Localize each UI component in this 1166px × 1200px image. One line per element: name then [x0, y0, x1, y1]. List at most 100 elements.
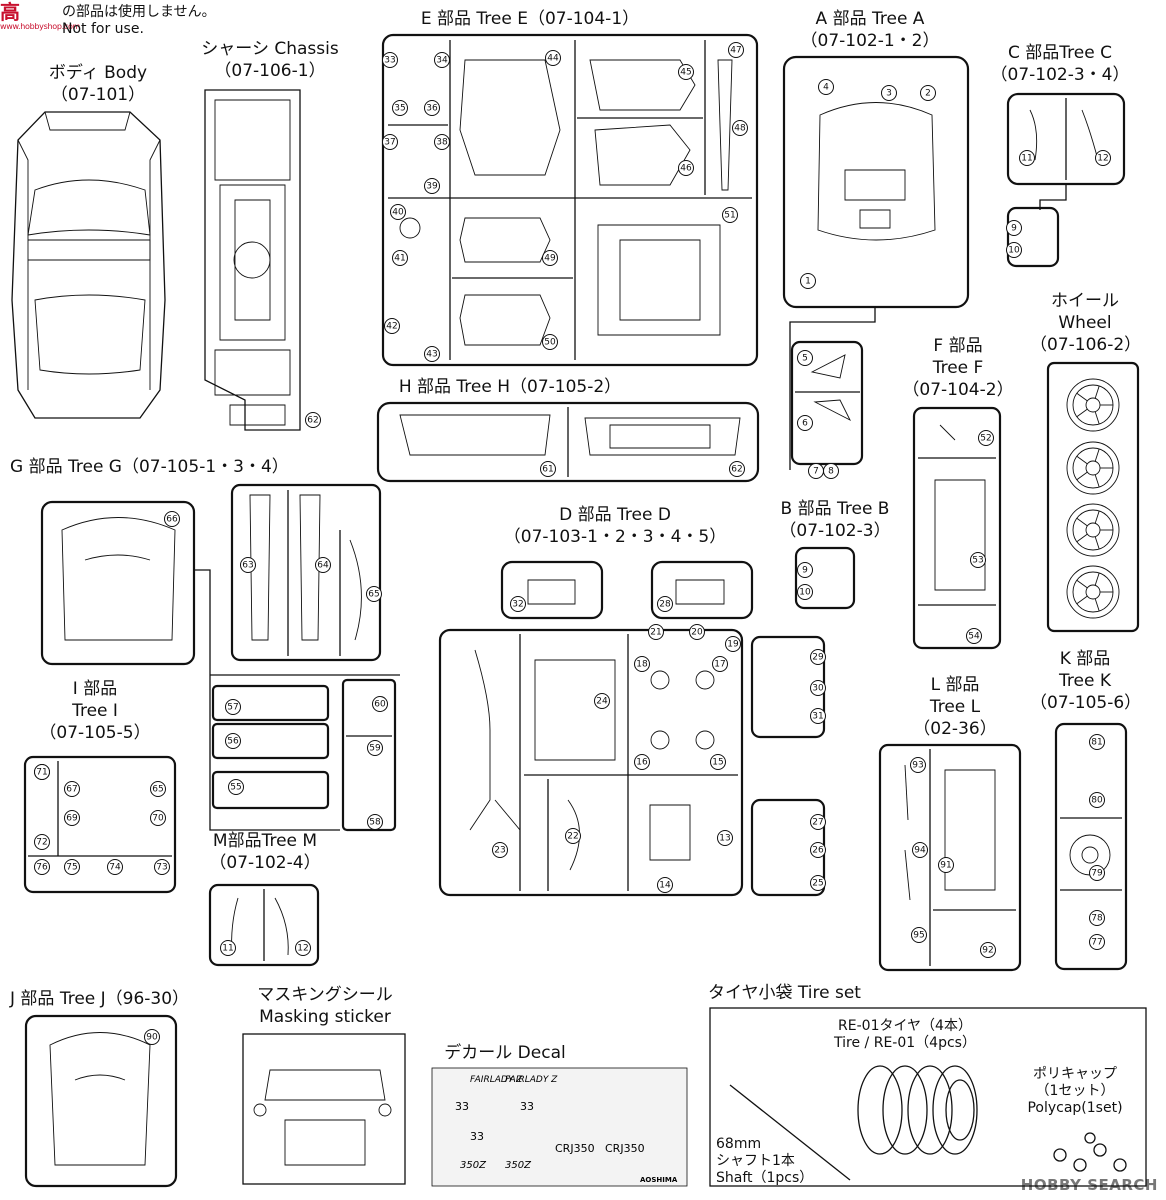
part-number-49: 49 — [542, 250, 558, 266]
tree-g — [40, 483, 400, 832]
svg-text:29: 29 — [812, 653, 824, 663]
part-number-10: 10 — [1006, 242, 1022, 258]
svg-text:60: 60 — [374, 700, 386, 710]
tree-a-label: A 部品 Tree A（07-102-1・2） — [800, 9, 940, 51]
svg-text:76: 76 — [36, 863, 48, 873]
part-number-79: 79 — [1089, 865, 1105, 881]
part-number-59: 59 — [367, 740, 383, 756]
svg-text:23: 23 — [494, 846, 505, 856]
part-number-3: 3 — [881, 85, 897, 101]
svg-text:5: 5 — [802, 354, 808, 364]
part-number-63: 63 — [240, 557, 256, 573]
svg-text:28: 28 — [659, 600, 671, 610]
decal-text: 33 — [520, 1100, 534, 1113]
decal-label: デカール Decal — [444, 1043, 566, 1063]
part-number-32: 32 — [510, 596, 526, 612]
tree-k — [1054, 722, 1128, 971]
svg-text:27: 27 — [812, 818, 823, 828]
decal-text: 350Z — [460, 1160, 487, 1171]
svg-text:44: 44 — [547, 54, 559, 64]
part-number-61: 61 — [540, 461, 556, 477]
svg-text:62: 62 — [731, 465, 742, 475]
tree-l — [878, 743, 1022, 972]
wheel-tree — [1046, 361, 1140, 633]
wheel-part — [1066, 503, 1120, 557]
part-number-48: 48 — [732, 120, 748, 136]
svg-text:17: 17 — [714, 660, 725, 670]
svg-text:21: 21 — [650, 628, 661, 638]
polycap-label: ポリキャップ（1セット）Polycap(1set) — [1027, 1066, 1123, 1116]
part-number-11: 11 — [220, 940, 236, 956]
part-number-27: 27 — [810, 814, 826, 830]
part-number-31: 31 — [810, 708, 826, 724]
svg-text:22: 22 — [567, 832, 578, 842]
svg-text:12: 12 — [297, 944, 308, 954]
tree-b — [794, 546, 856, 610]
svg-text:46: 46 — [680, 164, 692, 174]
part-number-46: 46 — [678, 160, 694, 176]
tree-a-lower — [790, 340, 864, 466]
part-number-77: 77 — [1089, 934, 1105, 950]
part-number-9: 9 — [1006, 220, 1022, 236]
svg-text:4: 4 — [823, 83, 829, 93]
svg-text:72: 72 — [36, 838, 47, 848]
part-number-39: 39 — [424, 178, 440, 194]
part-number-54: 54 — [966, 628, 982, 644]
decal-text: CRJ350 — [605, 1142, 645, 1155]
tree-e — [381, 33, 759, 367]
decal-text: FAIRLADY Z — [505, 1075, 558, 1085]
part-number-2: 2 — [920, 85, 936, 101]
svg-text:12: 12 — [1097, 154, 1108, 164]
svg-text:31: 31 — [812, 712, 823, 722]
svg-text:39: 39 — [426, 182, 438, 192]
decal-text: 33 — [470, 1130, 484, 1143]
part-number-71: 71 — [34, 764, 50, 780]
part-number-37: 37 — [382, 134, 398, 150]
tree-j-label: J 部品 Tree J（96-30） — [10, 989, 190, 1009]
part-number-12: 12 — [1095, 150, 1111, 166]
svg-text:30: 30 — [812, 684, 824, 694]
svg-text:49: 49 — [544, 254, 556, 264]
part-number-65: 65 — [150, 781, 166, 797]
svg-text:40: 40 — [392, 208, 404, 218]
part-number-30: 30 — [810, 680, 826, 696]
wheel-part — [1066, 441, 1120, 495]
svg-text:95: 95 — [913, 931, 924, 941]
part-number-62: 62 — [729, 461, 745, 477]
part-number-66: 66 — [164, 511, 180, 527]
svg-text:47: 47 — [730, 46, 741, 56]
body-label: ボディ Body（07-101） — [48, 63, 148, 105]
svg-text:14: 14 — [659, 881, 671, 891]
svg-text:6: 6 — [802, 419, 808, 429]
svg-text:93: 93 — [912, 761, 923, 771]
tree-i — [23, 755, 177, 894]
part-number-75: 75 — [64, 859, 80, 875]
svg-text:8: 8 — [828, 467, 834, 477]
part-number-93: 93 — [910, 757, 926, 773]
part-number-29: 29 — [810, 649, 826, 665]
svg-text:57: 57 — [227, 703, 238, 713]
svg-text:41: 41 — [394, 254, 405, 264]
tree-b-label: B 部品 Tree B（07-102-3） — [779, 499, 891, 541]
svg-text:77: 77 — [1091, 938, 1102, 948]
part-number-52: 52 — [978, 430, 994, 446]
svg-text:3: 3 — [886, 89, 892, 99]
decal-text: 350Z — [505, 1160, 532, 1171]
not-for-use-notice: の部品は使用しません。Not for use. — [62, 4, 216, 37]
svg-text:65: 65 — [368, 590, 379, 600]
svg-text:15: 15 — [712, 758, 723, 768]
part-number-55: 55 — [228, 779, 244, 795]
part-number-1: 1 — [800, 273, 816, 289]
part-number-21: 21 — [648, 624, 664, 640]
tree-a — [782, 55, 970, 470]
tree-j — [24, 1014, 178, 1188]
part-number-92: 92 — [980, 942, 996, 958]
part-number-22: 22 — [565, 828, 581, 844]
part-number-4: 4 — [818, 79, 834, 95]
part-number-40: 40 — [390, 204, 406, 220]
